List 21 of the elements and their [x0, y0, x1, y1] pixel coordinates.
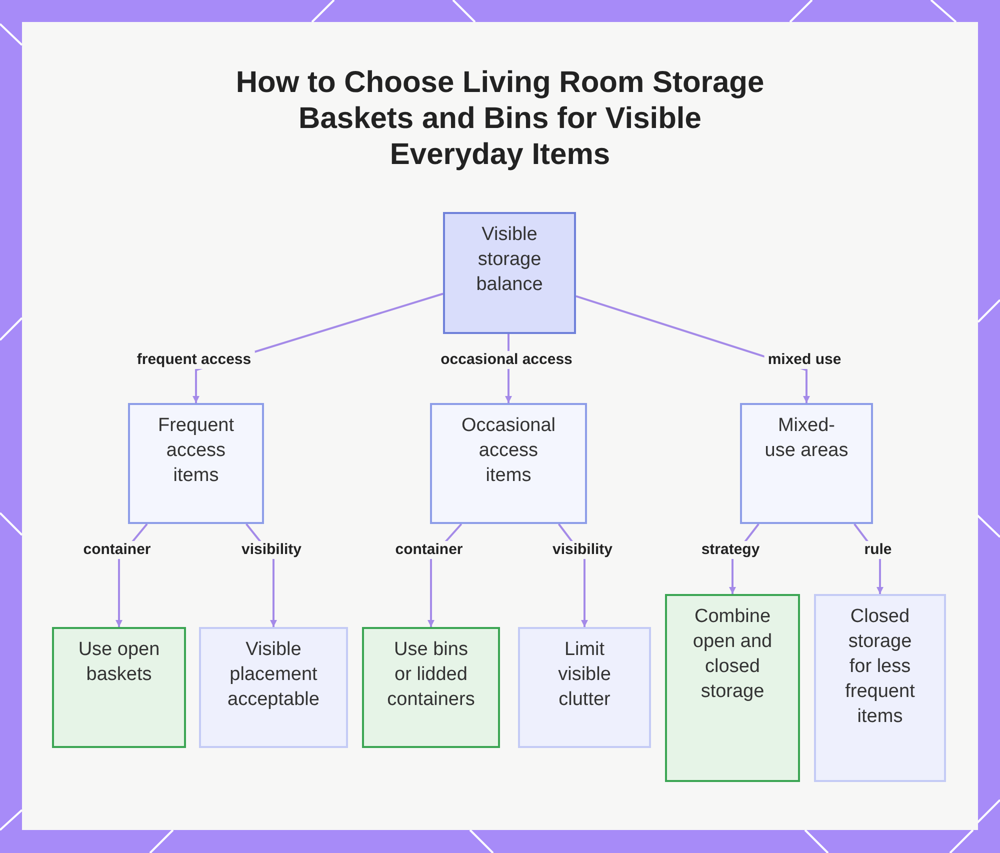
action-box [362, 627, 500, 748]
category-box [128, 403, 264, 524]
node-text: Visible placement acceptable [226, 638, 320, 712]
node-text: Closed storage for less frequent items [844, 605, 916, 729]
action-box [52, 627, 186, 748]
node-text: Combine open and closed storage [692, 605, 774, 704]
diagram-title: How to Choose Living Room Storage Baskets and Bins for Visible Everyday Items [234, 65, 766, 173]
node-text: Use bins or lidded containers [386, 638, 476, 712]
guideline-box [199, 627, 348, 748]
node-text: Visible storage balance [475, 223, 544, 297]
node-text: Use open baskets [77, 638, 161, 687]
guideline-box [518, 627, 651, 748]
node-text: Occasional access items [460, 414, 556, 488]
node-text: Limit visible clutter [557, 638, 612, 712]
category-box [430, 403, 587, 524]
guideline-box [814, 594, 946, 782]
node-text: Mixed-use areas [764, 414, 850, 463]
root-topic-box [443, 212, 576, 334]
action-box [665, 594, 800, 782]
node-text: Frequent access items [156, 414, 236, 488]
category-box [740, 403, 873, 524]
